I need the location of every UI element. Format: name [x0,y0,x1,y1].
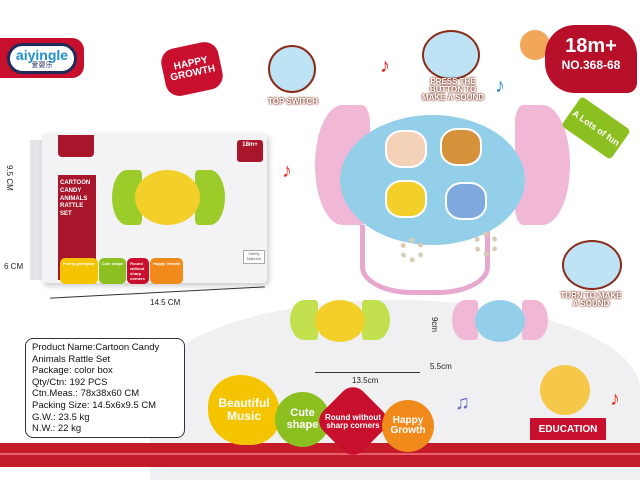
lion-mascot [540,365,590,415]
yellow-rattle [315,300,365,342]
music-note-icon: ♪ [380,55,390,77]
turn-callout [562,240,622,290]
dim-line [315,372,420,373]
press-button-label: PRESS THE BUTTON TO MAKE A SOUND [421,77,485,102]
spec-line: Qty/Ctn: 192 PCS [32,376,108,388]
brand-chinese: 爱婴乐 [31,61,53,69]
age-badge: 18m+ NO.368-68 [545,25,637,93]
press-button-callout [422,30,480,80]
music-note-icon: ♪ [282,160,292,182]
box-title-line: RATTLE SET [60,203,84,218]
top-switch-callout [268,45,316,93]
teether-disc [400,238,424,262]
width-dim: 13.5cm [352,376,379,385]
top-switch-label: TOP SWITCH [268,97,318,106]
education-badge: EDUCATION [530,418,606,440]
model-number: NO.368-68 [561,58,621,72]
small-wing [452,300,478,340]
music-note-icon: ♫ [455,392,470,414]
box-title-line: ANIMALS [60,195,88,202]
box-feature: Happy Growth [150,258,184,284]
height-dim: 9cm [430,316,440,333]
box-safety-label: Safety Material [243,250,265,264]
box-width-dim: 14.5 CM [150,298,181,307]
box-feature: Funny gameplay [60,258,98,284]
box-side [30,140,44,280]
box-candy-image [135,170,200,225]
small-wing [290,300,318,340]
spec-line: Product Name:Cartoon Candy [32,342,160,353]
music-note-icon: ♪ [495,75,505,97]
box-title-line: CARTOON [60,180,91,186]
age-label: 18m+ [565,35,617,57]
box-candy-wing-right [195,170,225,225]
bunny-button [385,130,427,168]
small-wing [362,300,390,340]
spec-line: G.W.: 23.5 kg [32,411,90,423]
happy-growth-badge: HAPPY GROWTH [158,39,226,99]
teether-disc [474,232,498,256]
dog-button [385,180,427,218]
box-feature-badges: Funny gameplay Cute shape Round without … [60,258,184,284]
feature-round-label: Round without sharp corners [325,412,381,430]
depth-dim: 5.5cm [430,362,452,371]
spec-line: Package: color box [32,365,113,377]
small-wing [522,300,548,340]
candy-rattle [340,115,525,245]
blue-rattle [475,300,525,342]
feature-cute-shape: Cute shape [275,392,330,447]
spec-line: Packing Size: 14.5x6x9.5 CM [32,399,157,411]
box-height-dim: 9.5 CM [5,165,14,191]
feature-happy-growth: Happy Growth [382,400,434,452]
turn-label: TURN TO MAKE A SOUND [560,291,622,308]
box-age-badge: 18m+ [237,140,263,162]
band-stripe [0,453,640,455]
spec-line: Ctn.Meas.: 78x38x60 CM [32,388,140,400]
lots-of-fun-arrow: A Lots of fun [561,96,631,160]
spec-line: N.W.: 22 kg [32,423,82,435]
box-title-line: CANDY [60,187,82,194]
box-title: CARTOON CANDY ANIMALS RATTLE SET [60,180,94,219]
box-depth-dim: 6 CM [4,262,24,271]
fish-button [445,182,487,220]
box-logo [58,135,94,157]
music-note-icon: ♪ [610,388,620,410]
box-feature: Round without sharp corners [127,258,150,284]
feature-beautiful-music: Beautiful Music [208,375,280,445]
spec-line: Animals Rattle Set [32,353,111,365]
brand-name: aiyingle [15,46,69,63]
bottom-band [0,443,640,467]
spec-box: Product Name:Cartoon Candy Animals Rattl… [25,338,185,438]
rattle-ring [360,225,490,295]
box-feature: Cute shape [98,258,127,284]
candy-wing-right [515,105,570,225]
dim-line [50,286,265,299]
monkey-button [440,128,482,166]
